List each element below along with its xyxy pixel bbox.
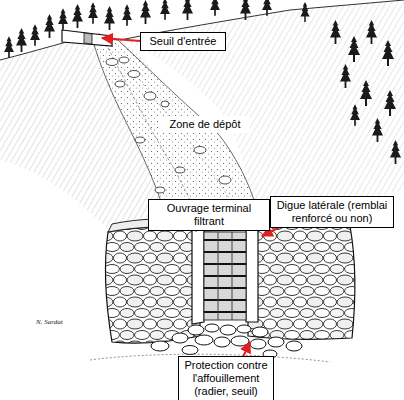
artist-signature: N. Sardat — [36, 318, 63, 326]
callout-box: Protection contre l'affouillement (radie… — [178, 356, 274, 400]
callout-text: Ouvrage terminal filtrant — [153, 202, 265, 228]
callout-text: Digue latérale (remblai renforcé ou non) — [275, 199, 389, 225]
zone-label: Zone de dépôt — [160, 116, 250, 133]
callout-text: Zone de dépôt — [164, 118, 246, 131]
callout-box: Ouvrage terminal filtrant — [148, 199, 270, 231]
callout-box: Seuil d'entrée — [140, 32, 226, 51]
callout-text: Protection contre l'affouillement (radie… — [183, 359, 269, 398]
callout-box: Digue latérale (remblai renforcé ou non) — [270, 196, 394, 228]
callout-text: Seuil d'entrée — [145, 35, 221, 48]
